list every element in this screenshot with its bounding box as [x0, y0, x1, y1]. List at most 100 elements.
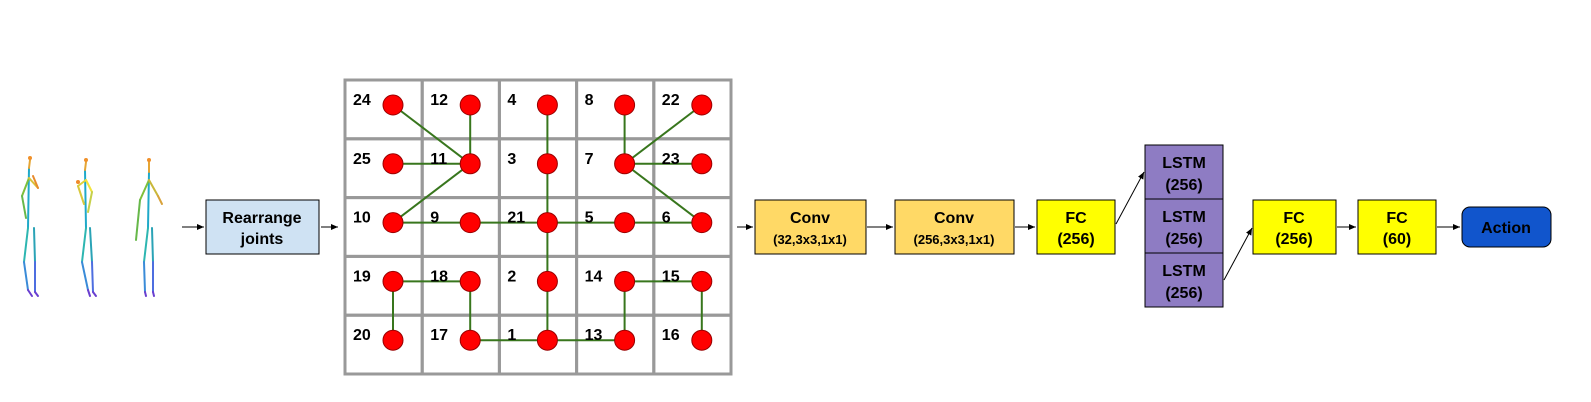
arrow [1223, 227, 1253, 281]
joint-number-label: 20 [353, 327, 371, 344]
arrow [1115, 171, 1145, 225]
skeleton-figure [76, 158, 97, 297]
fc-layer-1: FC (256) [1036, 199, 1116, 255]
bone-edge [623, 104, 703, 165]
grid-cell [652, 313, 733, 376]
rearrange-box [205, 199, 320, 255]
joint-node [382, 153, 404, 175]
fc-layer-2: FC (256) [1252, 199, 1337, 255]
joint-node [691, 212, 713, 234]
bone-edge [392, 104, 471, 165]
joint-number-label: 15 [662, 268, 680, 285]
joint-number-label: 8 [585, 92, 594, 109]
fc3-params: (60) [1383, 231, 1411, 248]
conv2-params: (256,3x3,1x1) [914, 232, 995, 247]
fc2-params: (256) [1275, 231, 1312, 248]
joint-number-label: 6 [662, 210, 671, 227]
joint-number-label: 16 [662, 327, 680, 344]
joint-node [614, 153, 636, 175]
fc2-title: FC [1283, 210, 1305, 227]
conv-layer-1: Conv (32,3x3,1x1) [754, 199, 867, 255]
lstm2-title: LSTM [1162, 209, 1206, 226]
lstm1-title: LSTM [1162, 155, 1206, 172]
lstm2-params: (256) [1165, 231, 1202, 248]
joint-node [382, 94, 404, 116]
bone-edge [392, 163, 471, 224]
joint-number-label: 12 [430, 92, 448, 109]
joint-number-label: 21 [507, 210, 525, 227]
conv1-title: Conv [790, 210, 830, 227]
joint-number-label: 7 [585, 151, 594, 168]
lstm3-box [1144, 252, 1224, 308]
joint-number-label: 4 [507, 92, 516, 109]
bone-edge [623, 163, 703, 224]
joint-node [536, 153, 558, 175]
joint-node [459, 94, 481, 116]
joint-node [614, 212, 636, 234]
joint-node [536, 329, 558, 351]
joint-number-label: 17 [430, 327, 448, 344]
fc1-title: FC [1065, 210, 1087, 227]
joint-node [536, 94, 558, 116]
joint-node [691, 153, 713, 175]
joint-node [536, 270, 558, 292]
joint-node [459, 270, 481, 292]
fc2-box [1252, 199, 1337, 255]
conv-layer-2: Conv (256,3x3,1x1) [894, 199, 1015, 255]
conv2-title: Conv [934, 210, 974, 227]
joint-number-label: 22 [662, 92, 680, 109]
joint-number-label: 14 [585, 268, 603, 285]
lstm3-params: (256) [1165, 285, 1202, 302]
joint-node [691, 94, 713, 116]
joint-number-label: 5 [585, 210, 594, 227]
action-box [1461, 206, 1552, 248]
joint-number-label: 24 [353, 92, 371, 109]
fc-layer-3: FC (60) [1357, 199, 1437, 255]
conv1-box [754, 199, 867, 255]
fc1-box [1036, 199, 1116, 255]
conv2-box [894, 199, 1015, 255]
joint-number-label: 11 [430, 151, 447, 168]
joint-number-label: 9 [430, 210, 439, 227]
joint-number-label: 19 [353, 268, 371, 285]
joint-number-label: 3 [507, 151, 516, 168]
rearrange-label-line2: joints [240, 231, 284, 248]
joint-node [614, 270, 636, 292]
rearrange-joints-block: Rearrange joints [205, 199, 320, 255]
lstm3-title: LSTM [1162, 263, 1206, 280]
joint-node [691, 329, 713, 351]
joint-node [459, 329, 481, 351]
joint-number-label: 23 [662, 151, 680, 168]
joint-node [614, 94, 636, 116]
joint-node [382, 270, 404, 292]
fc3-title: FC [1386, 210, 1408, 227]
action-output: Action [1461, 206, 1552, 248]
lstm1-params: (256) [1165, 177, 1202, 194]
skeleton-figure [135, 158, 163, 297]
joint-number-label: 2 [507, 268, 516, 285]
fc1-params: (256) [1057, 231, 1094, 248]
skeleton-figure [21, 156, 39, 297]
joint-node [536, 212, 558, 234]
conv1-params: (32,3x3,1x1) [773, 232, 847, 247]
joint-number-label: 1 [507, 327, 516, 344]
joint-node [459, 212, 481, 234]
joint-number-label: 10 [353, 210, 371, 227]
joint-node [614, 329, 636, 351]
joint-node [459, 153, 481, 175]
joint-node [382, 329, 404, 351]
action-label: Action [1481, 220, 1531, 237]
joint-number-label: 25 [353, 151, 371, 168]
fc3-box [1357, 199, 1437, 255]
joint-number-label: 13 [585, 327, 603, 344]
joint-number-label: 18 [430, 268, 448, 285]
joint-node [691, 270, 713, 292]
lstm-stack: LSTM (256) LSTM (256) LSTM (256) [1144, 144, 1224, 308]
joint-node [382, 212, 404, 234]
skeleton-sequence-icon [21, 156, 163, 297]
lstm1-box [1144, 144, 1224, 200]
lstm2-box [1144, 198, 1224, 254]
rearrange-label-line1: Rearrange [222, 210, 301, 227]
